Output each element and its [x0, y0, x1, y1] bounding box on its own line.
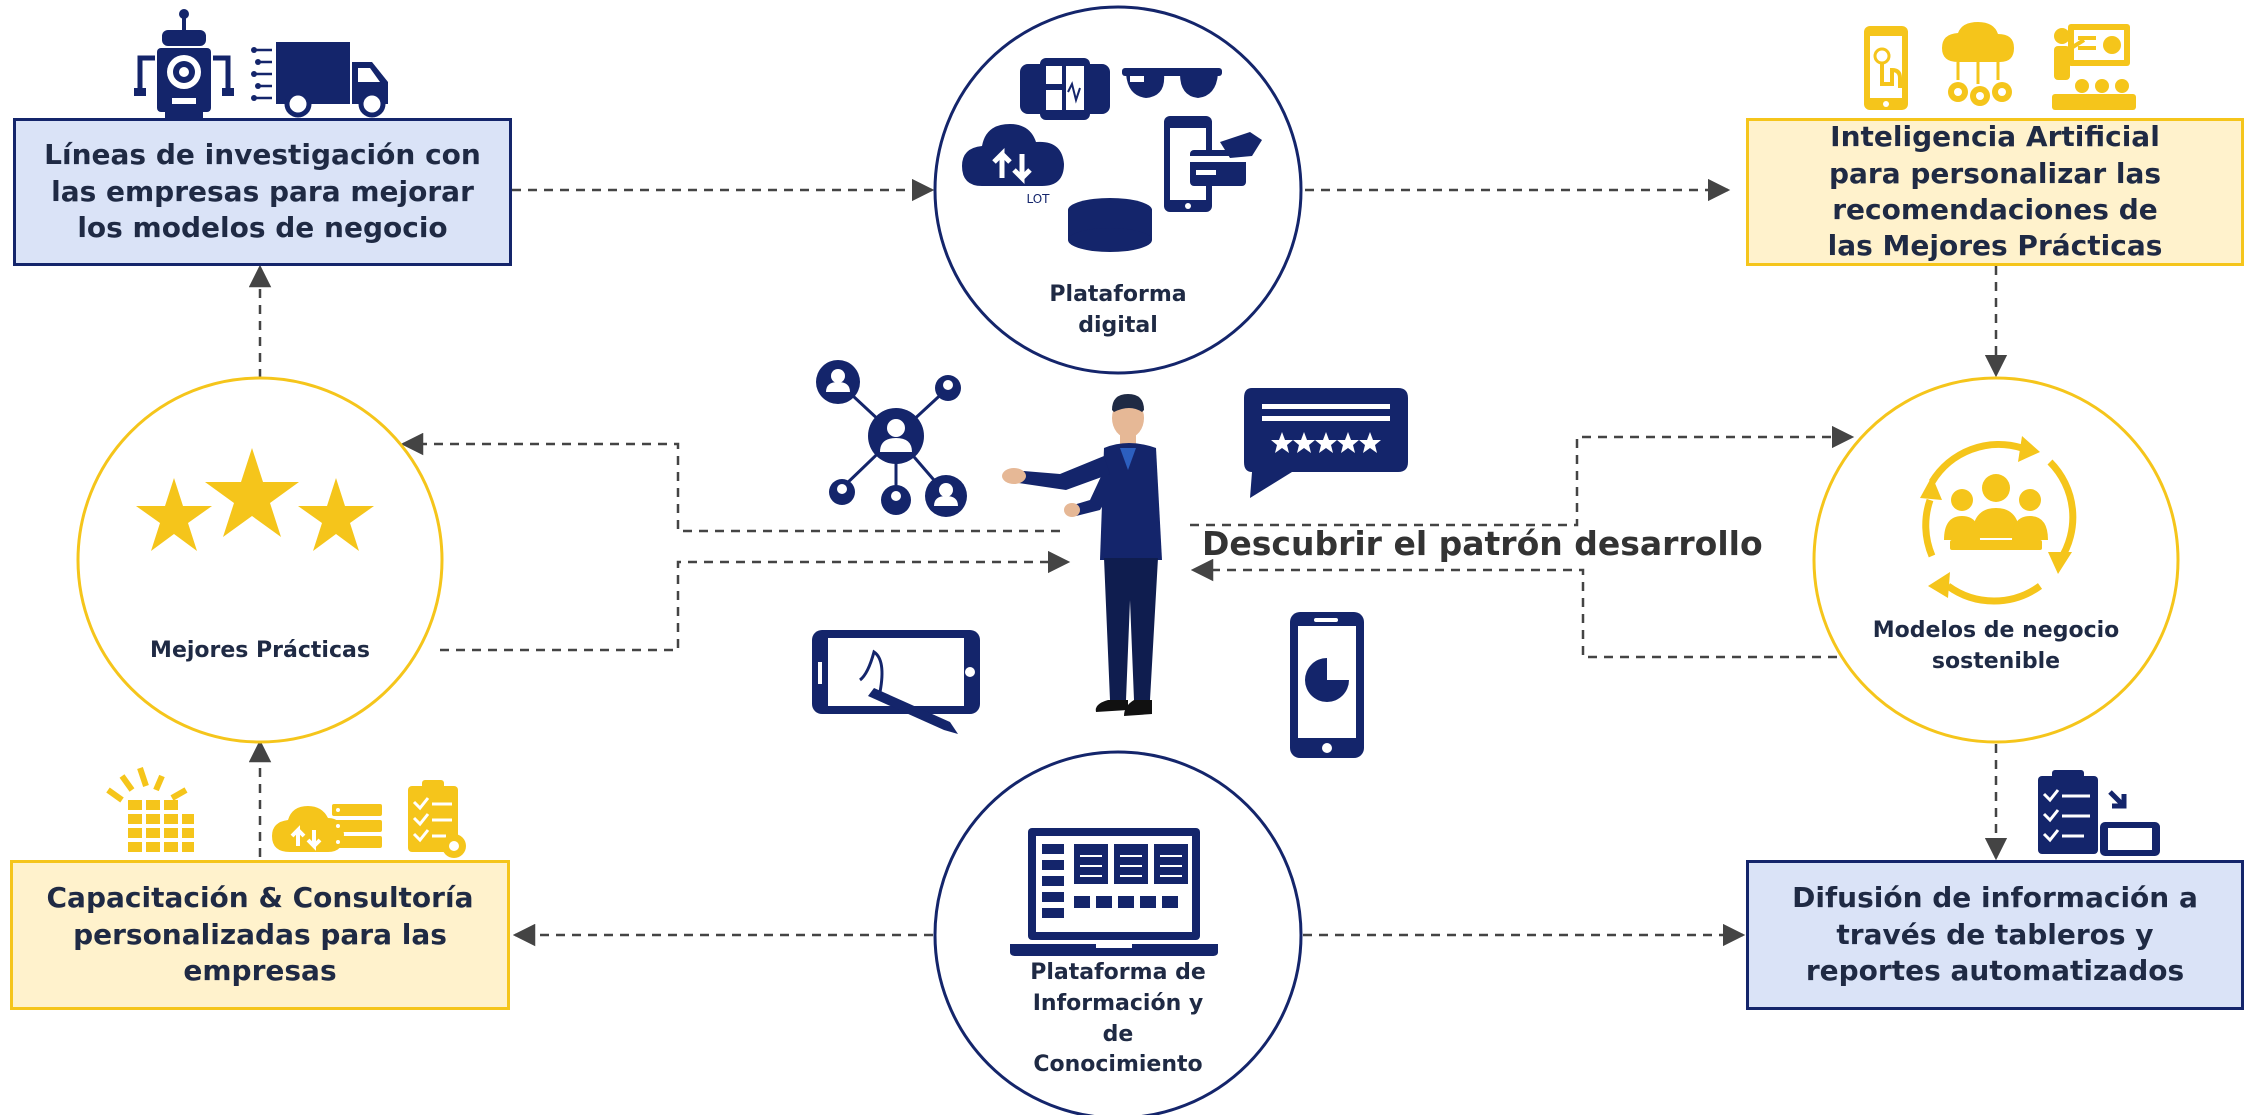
arrow-person-to-modelos [1190, 425, 1855, 527]
box-capacitacion-consultoria: Capacitación & Consultoría personalizada… [10, 860, 510, 1010]
headline-descubrir-patron: Descubrir el patrón desarrollo [1202, 524, 1763, 563]
box-lineas-investigacion: Líneas de investigación con las empresas… [13, 118, 512, 266]
businessman-figure [1002, 394, 1162, 716]
checklist-gear-icon [408, 780, 466, 858]
phone-chart-icon [1290, 612, 1364, 758]
cloud-servers-icon [272, 804, 382, 852]
label-plataforma-info: Plataforma de Información y de Conocimie… [1030, 960, 1206, 1078]
cloud-gears-icon [1942, 22, 2014, 106]
network-users-icon [816, 360, 967, 517]
box-difusion-informacion: Difusión de información a través de tabl… [1746, 860, 2244, 1010]
robot-icon [134, 9, 234, 118]
smart-glasses-icon [1122, 68, 1222, 98]
rating-bubble-icon [1244, 388, 1408, 498]
mobile-payment-icon [1164, 116, 1262, 212]
label-plataforma-digital: Plataforma digital [1049, 282, 1187, 338]
tablet-pen-icon [812, 630, 980, 734]
smart-speaker-icon [1068, 198, 1152, 252]
truck-icon [251, 42, 388, 118]
circle-mejores-practicas [76, 376, 444, 744]
team-cycle-icon [1920, 436, 2077, 605]
three-stars-icon [136, 448, 374, 551]
lot-label: LOT [1026, 192, 1050, 206]
box-inteligencia-artificial: Inteligencia Artificial para personaliza… [1746, 118, 2244, 266]
circle-modelos-negocio [1812, 376, 2180, 744]
arrow-modelos-to-person [1190, 558, 1837, 659]
label-mejores-practicas: Mejores Prácticas [150, 638, 370, 663]
label-modelos-negocio: Modelos de negocio sostenible [1872, 618, 2120, 674]
clipboard-phone-icon [2038, 770, 2160, 856]
cloud-upload-icon [962, 124, 1064, 186]
arrow-mejores-to-person [440, 550, 1071, 652]
presenter-board-icon [2052, 24, 2136, 110]
laptop-dashboard-icon [1010, 828, 1218, 956]
smartwatch-icon [1020, 58, 1110, 120]
solar-data-icon [106, 767, 194, 852]
touch-phone-icon [1864, 26, 1908, 110]
